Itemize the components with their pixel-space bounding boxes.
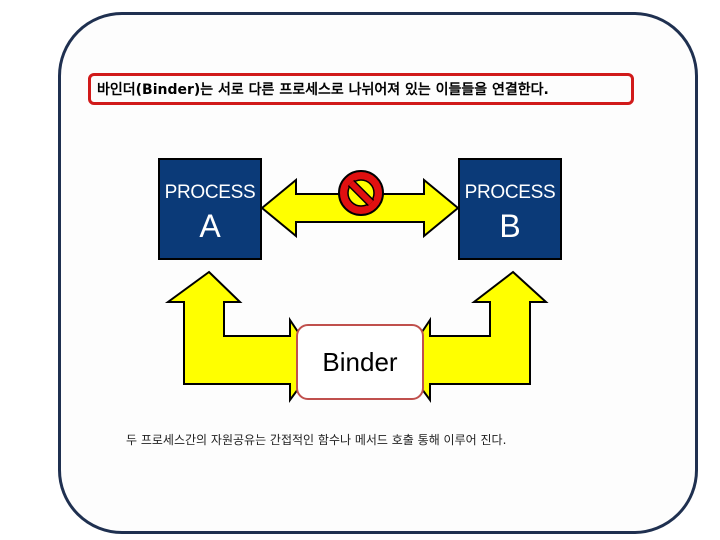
process-b-label: PROCESS: [464, 182, 556, 203]
no-entry-icon: [338, 170, 384, 216]
process-a-label: PROCESS: [164, 182, 256, 203]
process-b-letter: B: [499, 208, 521, 244]
caption-text: 두 프로세스간의 자원공유는 간접적인 함수나 메서드 호출 통해 이루어 진다…: [126, 433, 507, 447]
process-b-box: PROCESS B: [458, 158, 562, 260]
binder-box: Binder: [296, 324, 424, 400]
slide-frame: [58, 12, 698, 534]
process-a-box: PROCESS A: [158, 158, 262, 260]
process-a-letter: A: [199, 208, 221, 244]
banner-text: 바인더(Binder)는 서로 다른 프로세스로 나뉘어져 있는 이들들을 연결…: [88, 73, 634, 105]
